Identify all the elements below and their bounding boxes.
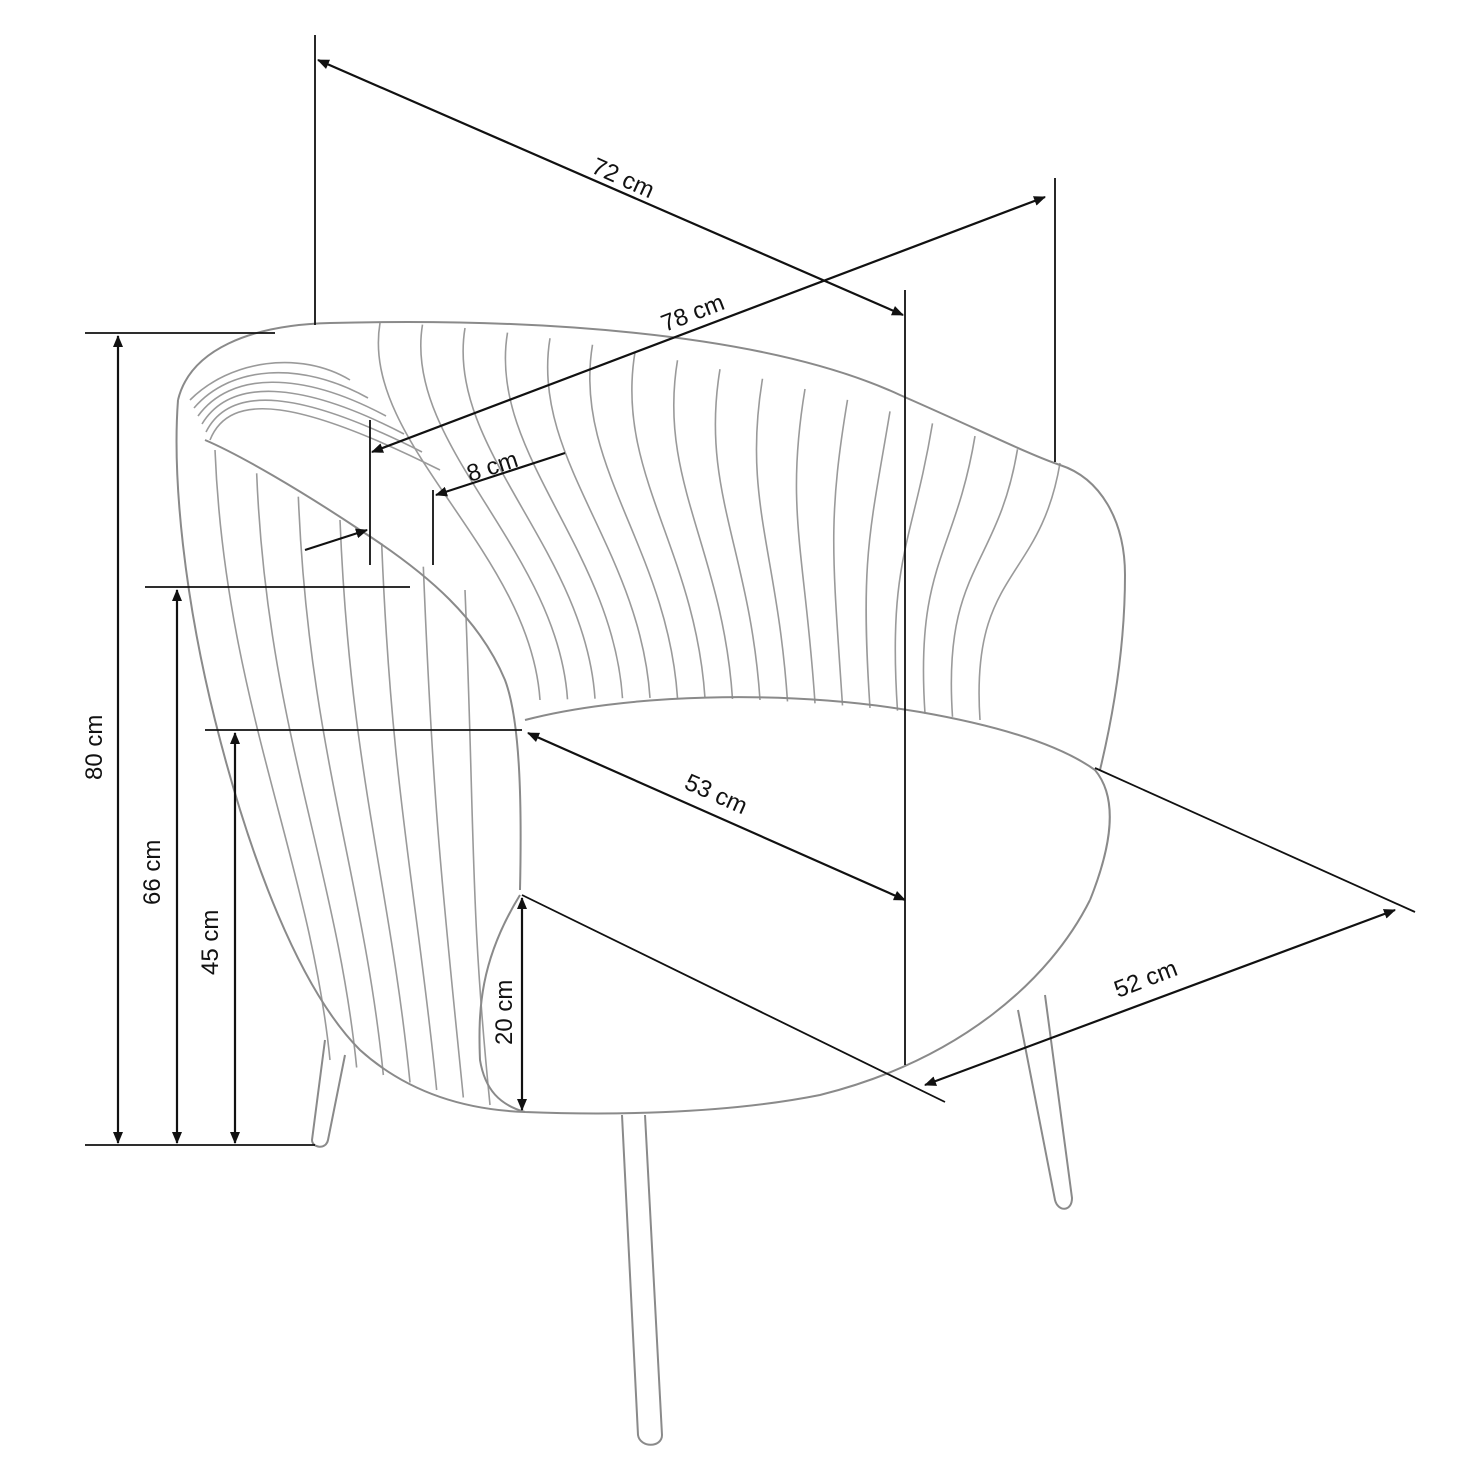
backrest-rib (714, 369, 761, 701)
backrest-rib (795, 388, 816, 704)
label-52: 52 cm (1110, 955, 1181, 1004)
backrest-rib (832, 399, 849, 706)
armrest-curl-rib (193, 371, 369, 409)
armrest-inner-outline (204, 439, 522, 891)
armrest-curl-rib (189, 361, 351, 401)
armrest-rib (214, 449, 331, 1061)
dim-52-arrow (924, 908, 1396, 1087)
dim-78-arrow (371, 195, 1046, 454)
armrest-rib (422, 566, 465, 1098)
backrest-rib (588, 344, 679, 698)
armrest-curl-rib (201, 390, 405, 435)
dimension-labels: 72 cm 78 cm 8 cm 80 cm 66 cm 45 cm 20 cm… (81, 153, 1181, 1045)
leg-back-left (310, 1039, 346, 1148)
backrest-rib (546, 338, 651, 698)
label-8: 8 cm (464, 446, 522, 488)
backrest-rib (672, 360, 734, 699)
backrest-rib (950, 449, 1019, 717)
seat-top-outline (524, 696, 1111, 901)
backrest-rib (865, 411, 891, 708)
leg-front (621, 1114, 664, 1446)
dim-8-arrow-right (435, 451, 566, 497)
label-66: 66 cm (139, 840, 166, 905)
backrest-rib (420, 324, 569, 700)
label-80: 80 cm (81, 715, 108, 780)
armrest-curl-rib (197, 381, 387, 417)
backrest-rib (377, 322, 541, 701)
dim-53-arrow (527, 731, 906, 902)
backrest-rib (504, 332, 624, 699)
armrest-rib (297, 496, 385, 1076)
backrest-rib (922, 435, 976, 714)
backrest-rib (978, 462, 1061, 721)
backrest-rib (755, 378, 789, 702)
dimension-arrows (113, 58, 1396, 1144)
armrest-rib (380, 543, 438, 1091)
dim-8-arrow-left (304, 528, 368, 552)
label-72: 72 cm (588, 153, 659, 204)
label-45: 45 cm (197, 910, 224, 975)
label-53: 53 cm (681, 769, 752, 820)
leg-back-right (1017, 994, 1074, 1210)
left-side-outline (175, 399, 526, 1113)
extension-lines (85, 35, 1416, 1146)
backrest-rib (894, 423, 934, 711)
armrest-rib (255, 473, 358, 1068)
label-20: 20 cm (491, 980, 518, 1045)
chair-drawing (175, 320, 1127, 1446)
armrest-rib (339, 519, 411, 1083)
seat-front-outline (478, 894, 1091, 1115)
armrest-rib (464, 589, 491, 1106)
